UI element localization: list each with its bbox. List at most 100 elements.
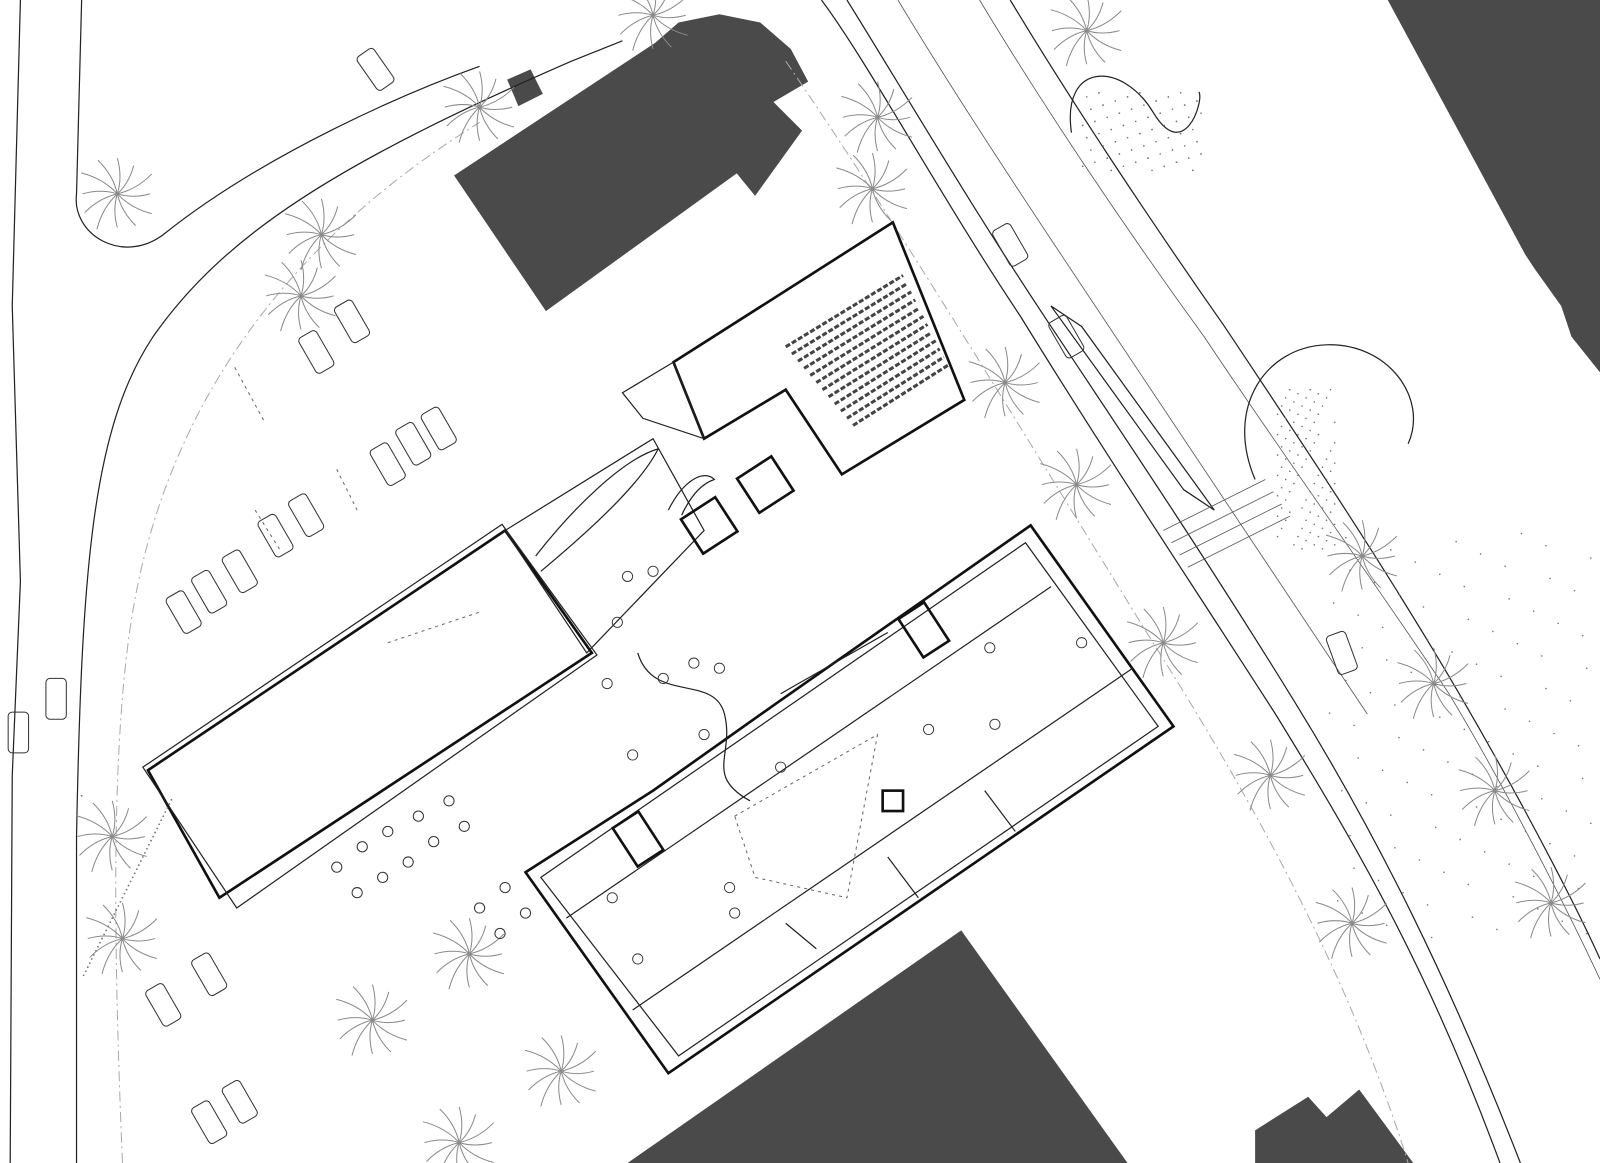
planting-dot bbox=[1398, 593, 1400, 596]
planting-dot bbox=[1280, 425, 1283, 428]
planting-dot bbox=[1512, 753, 1515, 755]
planting-dot bbox=[1325, 397, 1328, 399]
planting-dot bbox=[1557, 622, 1559, 625]
planting-dot bbox=[1545, 544, 1547, 547]
planting-dot bbox=[135, 868, 138, 871]
planting-dot bbox=[1426, 638, 1429, 641]
planting-dot bbox=[1369, 691, 1372, 694]
planting-dot bbox=[1187, 116, 1190, 119]
planting-dot bbox=[1317, 474, 1320, 477]
planting-dot bbox=[1532, 610, 1535, 612]
table-set-icon bbox=[351, 887, 363, 899]
south-wing bbox=[523, 523, 1176, 1076]
planting-dot bbox=[1353, 867, 1355, 869]
planting-dot bbox=[1301, 446, 1303, 448]
planting-dot bbox=[1163, 124, 1166, 127]
planting-dot bbox=[1110, 128, 1113, 131]
planting-dot bbox=[1297, 413, 1299, 416]
planting-dot bbox=[1305, 539, 1307, 542]
planting-dot bbox=[1333, 503, 1336, 505]
planting-dot bbox=[1496, 785, 1498, 788]
planting-dot bbox=[1094, 120, 1096, 123]
planting-dot bbox=[1463, 585, 1466, 588]
table-set-icon bbox=[443, 795, 455, 807]
planting-dot bbox=[1577, 887, 1580, 890]
planting-dot bbox=[1590, 822, 1592, 825]
planting-dot bbox=[1341, 789, 1343, 792]
planting-dot bbox=[1276, 413, 1279, 416]
table-set-icon bbox=[402, 856, 414, 868]
planting-dot bbox=[1192, 128, 1194, 131]
planting-dot bbox=[1288, 511, 1291, 513]
column-circle bbox=[621, 570, 634, 582]
planting-dot bbox=[1167, 96, 1170, 98]
planting-dot bbox=[1126, 96, 1129, 98]
planting-dot bbox=[1329, 450, 1332, 452]
planting-dot bbox=[1434, 683, 1437, 686]
planting-dot bbox=[103, 933, 105, 936]
planting-dot bbox=[1561, 920, 1564, 923]
planting-dot bbox=[1293, 482, 1295, 485]
planting-dot bbox=[1098, 132, 1100, 135]
planting-dot bbox=[1297, 454, 1299, 456]
seat-row bbox=[827, 331, 933, 399]
planting-dot bbox=[1414, 561, 1417, 563]
planting-dot bbox=[1301, 507, 1303, 509]
planting-dot bbox=[166, 807, 169, 809]
planting-dot bbox=[1471, 773, 1474, 776]
planting-dot bbox=[133, 872, 136, 875]
planting-dot bbox=[1284, 437, 1287, 440]
car-icon bbox=[992, 223, 1029, 267]
tree-icon bbox=[443, 71, 515, 143]
planting-dot bbox=[1373, 581, 1376, 584]
planting-dot bbox=[1196, 100, 1198, 102]
column-circle bbox=[724, 881, 736, 894]
planting-dot bbox=[144, 852, 146, 854]
car-icon bbox=[221, 1080, 258, 1124]
planting-dot bbox=[1492, 630, 1494, 633]
tree-icon bbox=[1458, 754, 1530, 827]
planting-dot bbox=[1406, 781, 1408, 784]
planting-dot bbox=[1325, 539, 1328, 542]
planting-dot bbox=[1280, 486, 1283, 489]
planting-dot bbox=[1155, 140, 1157, 143]
planting-dot bbox=[1332, 602, 1335, 604]
planting-dot bbox=[1293, 543, 1295, 546]
planting-dot bbox=[1313, 401, 1316, 403]
planting-dot bbox=[1284, 417, 1287, 420]
planting-dot bbox=[1085, 136, 1088, 139]
column-circle bbox=[657, 672, 669, 684]
planting-dot bbox=[1276, 474, 1279, 477]
planting-dot bbox=[1438, 716, 1441, 718]
planting-dot bbox=[1288, 409, 1291, 411]
planting-dot bbox=[97, 945, 99, 948]
tree-icon bbox=[433, 918, 505, 990]
planting-dot bbox=[91, 958, 93, 960]
table-set-icon bbox=[494, 927, 506, 940]
planting-dot bbox=[1309, 450, 1312, 452]
planting-dot bbox=[1196, 140, 1198, 143]
planting-dot bbox=[119, 901, 122, 903]
planting-dot bbox=[1536, 765, 1539, 767]
seat-row bbox=[846, 355, 945, 420]
seat-row bbox=[803, 298, 917, 370]
planting-dot bbox=[1565, 810, 1568, 812]
seat-row bbox=[784, 274, 904, 349]
planting-dot bbox=[1459, 695, 1462, 698]
stair-core bbox=[896, 600, 951, 660]
planting-dot bbox=[1520, 532, 1523, 535]
planting-dot bbox=[101, 937, 103, 940]
planting-dot bbox=[1394, 846, 1396, 849]
car-icon bbox=[395, 421, 432, 466]
planting-dot bbox=[1309, 531, 1312, 534]
planting-dot bbox=[1549, 577, 1551, 580]
planting-dot bbox=[123, 892, 126, 895]
planting-dot bbox=[1325, 519, 1328, 522]
planting-dot bbox=[1528, 720, 1531, 723]
planting-dot bbox=[1094, 161, 1096, 164]
planting-dot bbox=[109, 921, 112, 924]
planting-dot bbox=[1313, 482, 1316, 485]
planting-dot bbox=[1159, 112, 1162, 115]
